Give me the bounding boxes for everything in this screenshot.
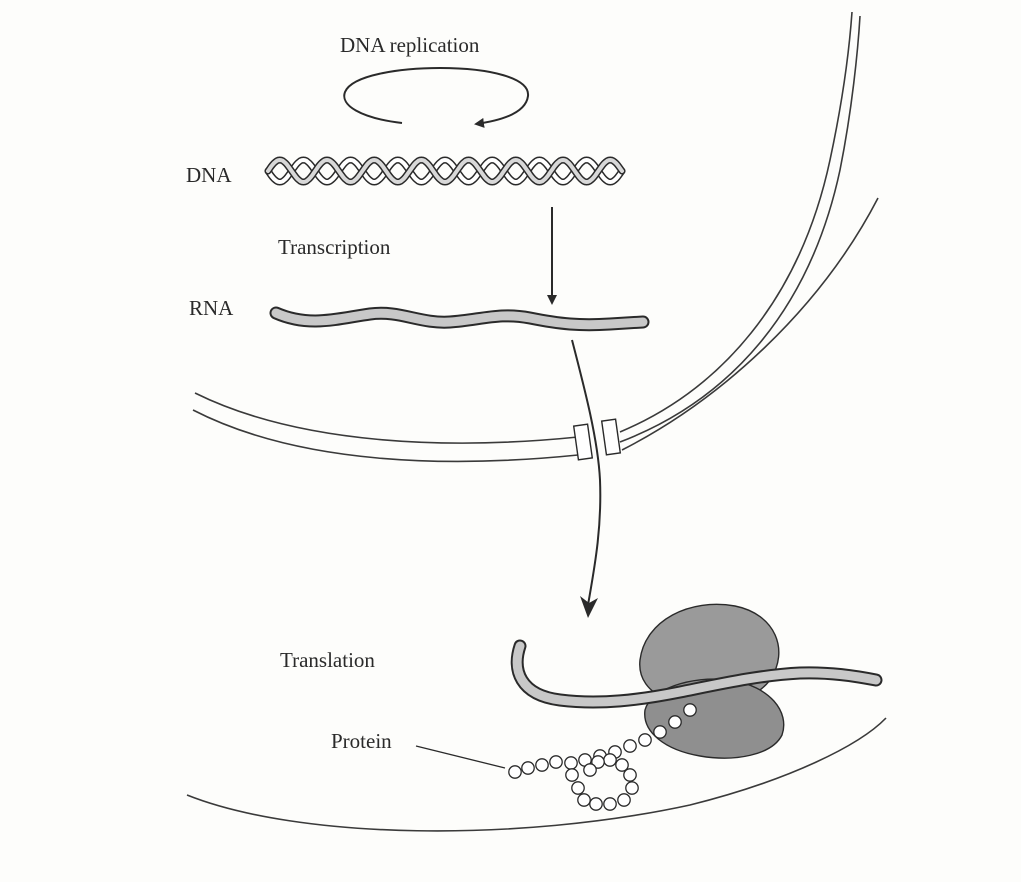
amino-acid-bead [566,769,578,781]
amino-acid-bead [616,759,628,771]
protein-leader-line [416,746,505,768]
label-rna: RNA [189,296,234,320]
replication-arrow-path [344,68,528,124]
amino-acid-bead [626,782,638,794]
amino-acid-bead [572,782,584,794]
amino-acid-bead [604,798,616,810]
label-dna-replication: DNA replication [340,33,480,57]
export-arrow [572,340,600,605]
amino-acid-bead [584,764,596,776]
amino-acid-bead [618,794,630,806]
amino-acid-bead [550,756,562,768]
amino-acid-bead [624,740,636,752]
amino-acid-bead [578,794,590,806]
replication-cycle-arrow [344,68,528,124]
amino-acid-bead [522,762,534,774]
amino-acid-bead [604,754,616,766]
label-transcription: Transcription [278,235,391,259]
dna-double-helix [268,160,622,182]
nuclear-pore-right [602,419,621,455]
label-protein: Protein [331,729,392,753]
label-translation: Translation [280,648,375,672]
amino-acid-bead [565,757,577,769]
amino-acid-bead [590,798,602,810]
amino-acid-bead [684,704,696,716]
amino-acid-bead [669,716,681,728]
rna-strand [276,313,643,325]
amino-acid-bead [509,766,521,778]
nuclear-envelope-outer-left [195,393,578,443]
amino-acid-bead [536,759,548,771]
amino-acid-bead [654,726,666,738]
nuclear-envelope-inner-left [193,410,578,461]
label-dna: DNA [186,163,232,187]
nuclear-envelope-middle-right [620,16,860,442]
amino-acid-bead [639,734,651,746]
